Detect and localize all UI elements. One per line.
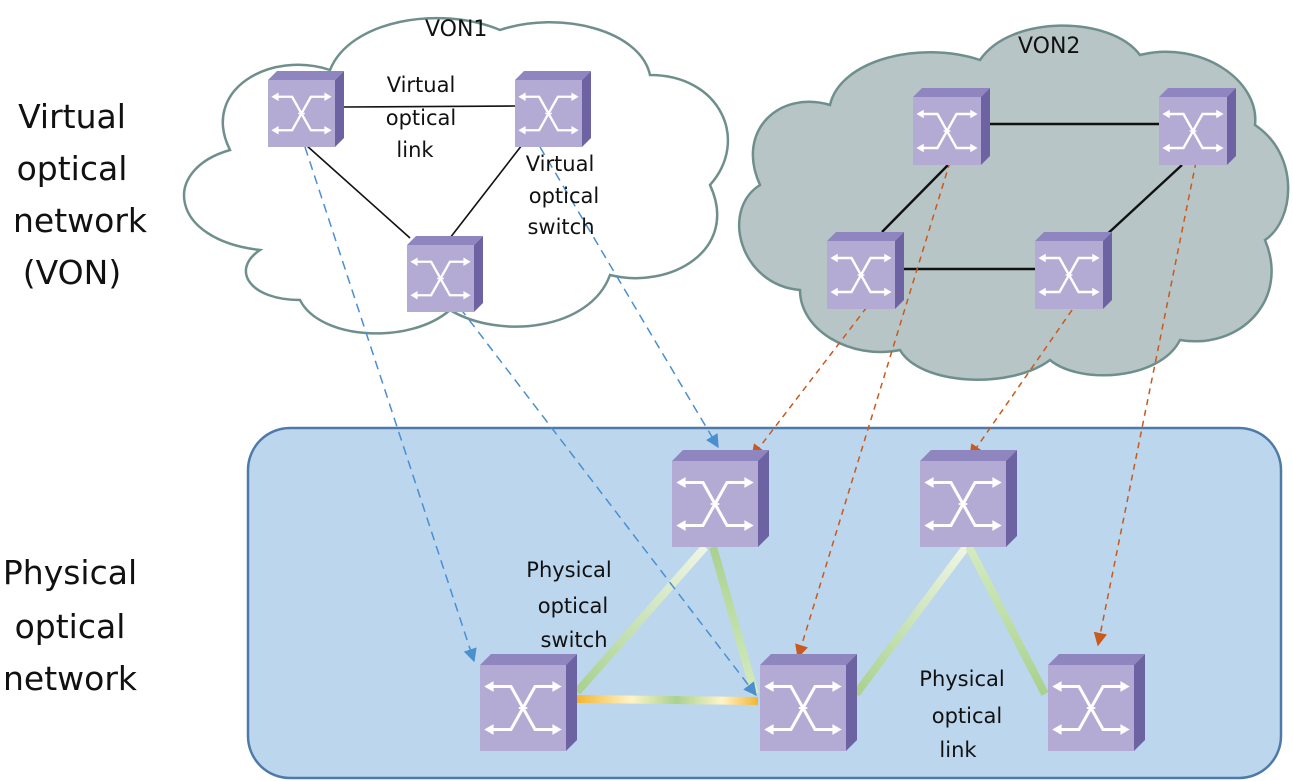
physical-link (709, 545, 759, 696)
von1-title: VON1 (425, 17, 487, 42)
switch-layer (268, 71, 1236, 751)
optical-switch-icon (515, 71, 591, 147)
virtual-switch-annotation: Virtual optical switch (526, 152, 600, 239)
annotation-line: optical (386, 106, 457, 130)
mapping-arrow (304, 146, 477, 663)
annotation-line: Physical (919, 667, 1004, 691)
mapping-arrow (795, 161, 951, 659)
optical-switch-icon (268, 71, 344, 147)
mapping-arrow (1093, 161, 1197, 647)
von1-virtual-links (305, 105, 523, 239)
von2-mapping-arrows (751, 161, 1197, 659)
annotation-line: link (396, 138, 434, 162)
physical-link (576, 695, 759, 705)
optical-switch-icon (760, 654, 857, 751)
virtual-link-annotation: Virtual optical link (386, 73, 457, 162)
von2-virtual-links (881, 122, 1183, 271)
virtual-link (305, 144, 411, 239)
virtual-link (341, 105, 516, 108)
optical-switch-icon (407, 236, 483, 312)
physical-switch-annotation: Physical optical switch (526, 558, 611, 652)
annotation-line: optical (538, 594, 609, 618)
virtual-link (881, 164, 949, 233)
layer-label-line: network (3, 659, 138, 698)
von2-cloud (737, 24, 1290, 381)
annotation-line: switch (527, 215, 594, 239)
mapping-arrow (751, 289, 881, 459)
physical-link (574, 544, 708, 695)
annotation-line: Physical (526, 558, 611, 582)
virtual-link (1102, 164, 1183, 239)
optical-switch-icon (920, 450, 1017, 547)
layer-label-line: optical (15, 607, 126, 646)
annotation-line: Virtual (387, 73, 456, 97)
annotation-line: Virtual (526, 152, 595, 176)
physical-link-annotation: Physical optical link (919, 667, 1004, 762)
von1-mapping-arrows (304, 146, 757, 697)
mapping-arrow (539, 146, 719, 449)
optical-switch-icon (827, 232, 904, 309)
optical-switch-icon (1048, 654, 1145, 751)
annotation-line: link (939, 738, 977, 762)
layer-label-line: (VON) (23, 253, 121, 292)
layer-label-line: network (13, 201, 148, 240)
optical-switch-icon (1159, 88, 1236, 165)
mapping-arrow (969, 309, 1073, 459)
physical-links (574, 493, 1049, 705)
virtual-network-label: Virtual optical network (VON) (13, 97, 148, 292)
layer-label-line: optical (17, 149, 128, 188)
annotation-line: optical (529, 184, 600, 208)
physical-link (965, 545, 1049, 696)
optical-switch-icon (1035, 232, 1112, 309)
layer-label-line: Physical (3, 553, 137, 592)
optical-switch-icon (913, 88, 990, 165)
virtual-link (449, 144, 523, 239)
layer-label-line: Virtual (18, 97, 126, 136)
von2-title: VON2 (1018, 34, 1080, 59)
mapping-arrow (459, 307, 757, 697)
physical-link (852, 544, 970, 697)
annotation-line: switch (540, 628, 607, 652)
optical-switch-icon (672, 450, 769, 547)
annotation-line: optical (932, 704, 1003, 728)
physical-network-label: Physical optical network (3, 553, 138, 698)
optical-switch-icon (480, 654, 577, 751)
